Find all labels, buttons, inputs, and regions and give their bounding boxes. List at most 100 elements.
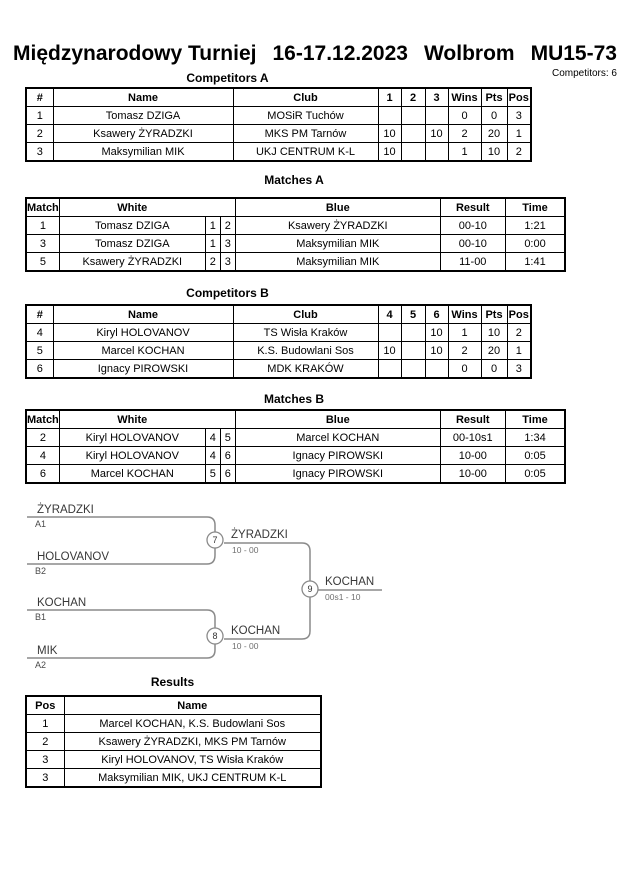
cell-time: 1:34	[504, 428, 566, 447]
cell-pos: 3	[506, 106, 532, 125]
col-header-wins: Wins	[447, 304, 482, 324]
cell-club: UKJ CENTRUM K-L	[232, 142, 379, 162]
page-title: Międzynarodowy Turniej 16-17.12.2023 Wol…	[13, 42, 617, 66]
col-header-pts: Pts	[480, 87, 508, 107]
cell-game6: 10	[424, 323, 449, 342]
cell-pts: 0	[480, 359, 508, 379]
cell-game5	[400, 341, 426, 360]
cell-time: 0:05	[504, 446, 566, 465]
cell-game5	[400, 359, 426, 379]
cell-wins: 1	[447, 142, 482, 162]
cell-match: 6	[25, 464, 60, 484]
bracket-entry-code-b2: B2	[35, 566, 46, 576]
cell-game6: 10	[424, 341, 449, 360]
col-header-wins: Wins	[447, 87, 482, 107]
cell-name: Ignacy PIROWSKI	[52, 359, 234, 379]
final-score: 00s1 - 10	[325, 592, 361, 602]
col-header-match: Match	[25, 197, 60, 217]
cell-pos: 1	[506, 341, 532, 360]
cell-result: 00-10s1	[439, 428, 506, 447]
competitors-count-label: Competitors: 6	[551, 68, 617, 79]
cell-blue: Ksawery ŻYRADZKI	[234, 216, 441, 235]
col-header-game5: 5	[400, 304, 426, 324]
cell-wins: 2	[447, 124, 482, 143]
table-row: 2 Kiryl HOLOVANOV 4 5 Marcel KOCHAN 00-1…	[25, 428, 566, 447]
cell-num: 2	[25, 124, 54, 143]
cell-name: Maksymilian MIK	[52, 142, 234, 162]
matches-b-table: Match White Blue Result Time 2 Kiryl HOL…	[25, 409, 567, 484]
cell-white-num: 4	[204, 446, 221, 465]
cell-white-num: 1	[204, 216, 221, 235]
semifinal-2-winner-name: KOCHAN	[231, 625, 280, 637]
cell-match: 2	[25, 428, 60, 447]
col-header-blue: Blue	[234, 409, 441, 429]
cell-time: 0:05	[504, 464, 566, 484]
cell-result: 11-00	[439, 252, 506, 272]
col-header-club: Club	[232, 87, 379, 107]
cell-game3	[424, 142, 449, 162]
col-header-num: #	[25, 304, 54, 324]
cell-pos: 2	[506, 323, 532, 342]
bracket-entry-name-a2: MIK	[37, 645, 58, 657]
semifinal-1-bracket-line	[27, 516, 216, 565]
col-header-white: White	[58, 197, 236, 217]
final-winner-name: KOCHAN	[325, 576, 374, 588]
cell-result: 00-10	[439, 216, 506, 235]
col-header-pos: Pos	[506, 87, 532, 107]
cell-game1: 10	[377, 124, 402, 143]
cell-blue-num: 6	[219, 446, 236, 465]
cell-blue: Maksymilian MIK	[234, 252, 441, 272]
col-header-time: Time	[504, 409, 566, 429]
cell-pts: 0	[480, 106, 508, 125]
cell-game4	[377, 323, 402, 342]
bracket-entry-name-a1: ŻYRADZKI	[37, 503, 94, 516]
col-header-white: White	[58, 409, 236, 429]
cell-num: 3	[25, 142, 54, 162]
bracket-entry-code-b1: B1	[35, 612, 46, 622]
col-header-pos: Pos	[506, 304, 532, 324]
cell-game2	[400, 124, 426, 143]
cell-blue: Marcel KOCHAN	[234, 428, 441, 447]
cell-result: 10-00	[439, 446, 506, 465]
col-header-name: Name	[63, 695, 322, 715]
cell-name: Kiryl HOLOVANOV, TS Wisła Kraków	[63, 750, 322, 769]
cell-game5	[400, 323, 426, 342]
table-row: 1 Tomasz DZIGA MOSiR Tuchów 0 0 3	[25, 106, 532, 125]
competitors-b-table: # Name Club 4 5 6 Wins Pts Pos 4 Kiryl H…	[25, 304, 532, 379]
cell-pos: 3	[506, 359, 532, 379]
title-location: Wolbrom	[423, 42, 515, 65]
cell-name: Ksawery ŻYRADZKI	[52, 124, 234, 143]
section-title-competitors-a: Competitors A	[186, 71, 269, 85]
cell-pts: 20	[480, 124, 508, 143]
cell-time: 0:00	[504, 234, 566, 253]
col-header-time: Time	[504, 197, 566, 217]
bracket-entry-name-b2: HOLOVANOV	[37, 551, 109, 563]
cell-white-num: 1	[204, 234, 221, 253]
cell-white: Kiryl HOLOVANOV	[58, 446, 206, 465]
col-header-game1: 1	[377, 87, 402, 107]
cell-white: Tomasz DZIGA	[58, 216, 206, 235]
cell-club: MOSiR Tuchów	[232, 106, 379, 125]
cell-club: MDK KRAKÓW	[232, 359, 379, 379]
cell-name: Marcel KOCHAN	[52, 341, 234, 360]
cell-name: Ksawery ŻYRADZKI, MKS PM Tarnów	[63, 732, 322, 751]
cell-blue-num: 3	[219, 252, 236, 272]
cell-game4	[377, 359, 402, 379]
cell-name: Marcel KOCHAN, K.S. Budowlani Sos	[63, 714, 322, 733]
cell-game3	[424, 106, 449, 125]
cell-white: Ksawery ŻYRADZKI	[58, 252, 206, 272]
cell-pts: 10	[480, 142, 508, 162]
cell-match: 4	[25, 446, 60, 465]
col-header-result: Result	[439, 409, 506, 429]
table-row: 1 Marcel KOCHAN, K.S. Budowlani Sos	[25, 714, 322, 733]
cell-wins: 0	[447, 106, 482, 125]
cell-match: 3	[25, 234, 60, 253]
cell-white: Tomasz DZIGA	[58, 234, 206, 253]
cell-blue: Ignacy PIROWSKI	[234, 464, 441, 484]
semifinal-1-winner-line	[224, 542, 311, 581]
cell-game3: 10	[424, 124, 449, 143]
cell-game2	[400, 106, 426, 125]
table-header-row: # Name Club 1 2 3 Wins Pts Pos	[25, 87, 532, 107]
cell-wins: 1	[447, 323, 482, 342]
